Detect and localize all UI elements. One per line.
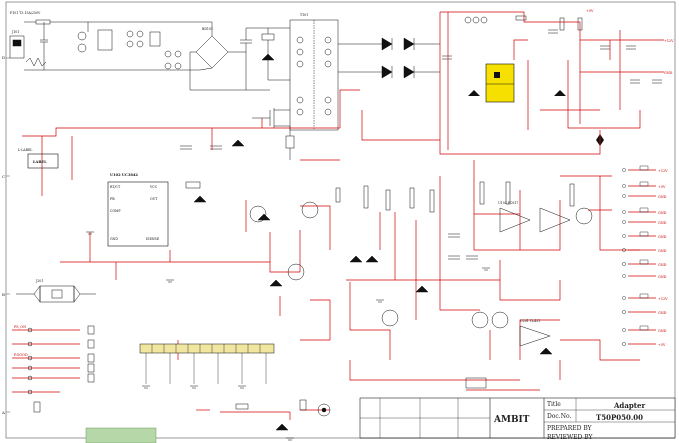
pwm-controller: RT/CT FB COMP VCC OUT GND ISENSE <box>107 181 169 247</box>
fan-connector <box>235 399 331 431</box>
label-ref: L-LABEL <box>18 148 33 152</box>
row-mark-a: A <box>1 410 5 415</box>
top-net-12v: +12V <box>664 39 674 43</box>
header-strip <box>139 343 275 384</box>
svg-text:GND: GND <box>110 237 118 241</box>
label-box-text: LABEL <box>33 160 47 164</box>
doc-no-label: Doc.No. <box>547 413 571 420</box>
right-net-3: GND <box>658 195 667 199</box>
doc-no-value: T50P050.00 <box>596 413 643 422</box>
diode-icon <box>554 90 566 96</box>
svg-text:VCC: VCC <box>149 185 158 189</box>
right-net-4: GND <box>658 211 667 215</box>
right-net-12: GND <box>658 329 667 333</box>
title-value: Adapter <box>613 401 645 410</box>
right-net-7: GND <box>658 249 667 253</box>
tl431-label: U201 TL431 <box>520 319 540 323</box>
row-mark-d: D <box>2 55 5 60</box>
supervisor-ic <box>485 63 515 103</box>
input-section <box>9 19 290 91</box>
red-net-wires <box>12 11 664 420</box>
right-net-13: +5V <box>658 343 666 347</box>
bottom-connector-label: J201 <box>35 279 43 283</box>
note-box <box>85 427 157 443</box>
connector-label: J101 <box>11 30 19 34</box>
pwm-ic-label: U102 UC3842 <box>110 173 138 177</box>
bottom-connector <box>16 285 96 303</box>
ground-symbols <box>86 231 490 441</box>
row-mark-c: C <box>2 174 5 179</box>
svg-text:OUT: OUT <box>150 197 158 201</box>
prepared-by-label: PREPARED BY <box>547 425 593 432</box>
left-connector-block <box>27 325 95 413</box>
net-ps-on: PS_ON <box>14 325 26 329</box>
mid-components <box>185 181 593 355</box>
row-mark-b: B <box>2 292 5 297</box>
opto-label: U103 PC817 <box>498 201 518 205</box>
right-connector-pins <box>622 165 649 346</box>
jumper-box <box>465 377 487 389</box>
right-net-1: +12V <box>658 169 668 173</box>
title-label: Title <box>547 401 561 408</box>
title-block <box>359 397 676 439</box>
top-net-gnd: GND <box>664 71 673 75</box>
right-net-labels: +12V +5V GND GND GND GND GND GND GND +12… <box>658 169 668 347</box>
svg-text:COMP: COMP <box>110 209 121 213</box>
right-net-9: GND <box>658 275 667 279</box>
zener-diode-icon <box>468 90 480 96</box>
reviewed-by-label: REVIEWED BY <box>547 434 594 441</box>
svg-text:ISENSE: ISENSE <box>146 237 160 241</box>
right-net-8: GND <box>658 263 667 267</box>
net-pgood: P.GOOD <box>14 353 28 357</box>
transformer-label: T101 <box>300 13 308 17</box>
right-net-2: +5V <box>658 185 666 189</box>
svg-text:FB: FB <box>110 197 115 201</box>
right-net-5: GND <box>658 221 667 225</box>
transformer-section <box>180 19 339 160</box>
fuse-label: F101 T3.15A/250V <box>10 11 41 15</box>
secondary-section <box>338 15 662 84</box>
company-name: AMBIT <box>493 415 530 425</box>
svg-text:RT/CT: RT/CT <box>110 185 121 189</box>
bridge-label: BD101 <box>202 27 213 31</box>
right-net-11: GND <box>658 311 667 315</box>
label-box: LABEL L-LABEL <box>18 148 59 169</box>
right-net-10: +12V <box>658 297 668 301</box>
top-net-5v: +5V <box>586 9 594 13</box>
right-net-6: GND <box>658 235 667 239</box>
